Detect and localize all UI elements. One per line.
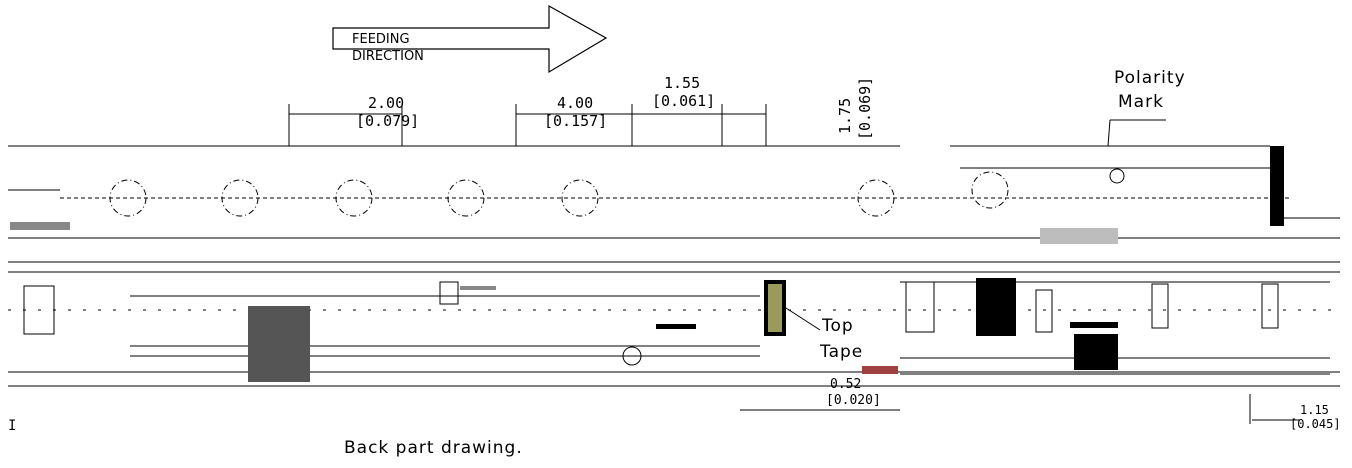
pitch-small-mm: 2.00 bbox=[368, 94, 405, 112]
thick-in: [0.020] bbox=[826, 393, 881, 408]
top-tape-label-line1: Top bbox=[822, 316, 854, 336]
edge-mm: 1.75 bbox=[836, 97, 854, 134]
feeding-label-line2: DIRECTION bbox=[352, 49, 424, 64]
pitch-large-in: [0.157] bbox=[544, 112, 608, 130]
svg-text:I: I bbox=[8, 418, 16, 434]
tape-top-view bbox=[8, 145, 1340, 263]
polarity-label-line1: Polarity bbox=[1114, 68, 1186, 88]
polarity-mark bbox=[1109, 168, 1125, 184]
tape-cross-section bbox=[8, 271, 1340, 387]
sprocket-holes bbox=[109, 171, 1009, 217]
dimension-lines bbox=[288, 104, 1166, 147]
polarity-label-line2: Mark bbox=[1118, 92, 1164, 112]
edge-in: [0.069] bbox=[856, 76, 874, 140]
hole-dia-mm: 1.55 bbox=[664, 74, 701, 92]
hole-dia-in: [0.061] bbox=[652, 92, 716, 110]
thick-mm: 0.52 bbox=[830, 377, 862, 392]
top-tape-label-line2: Tape bbox=[820, 342, 864, 362]
cross-section-fills bbox=[248, 278, 1118, 382]
pitch-small-in: [0.079] bbox=[356, 112, 420, 130]
drawing-caption: Back part drawing. bbox=[344, 438, 523, 458]
feeding-label-line1: FEEDING bbox=[352, 32, 410, 47]
right-in: [0.045] bbox=[1290, 417, 1341, 431]
pitch-large-mm: 4.00 bbox=[557, 94, 594, 112]
feeding-direction-arrow bbox=[332, 4, 608, 74]
pocket-fills bbox=[10, 146, 1284, 244]
right-mm: 1.15 bbox=[1300, 403, 1329, 417]
